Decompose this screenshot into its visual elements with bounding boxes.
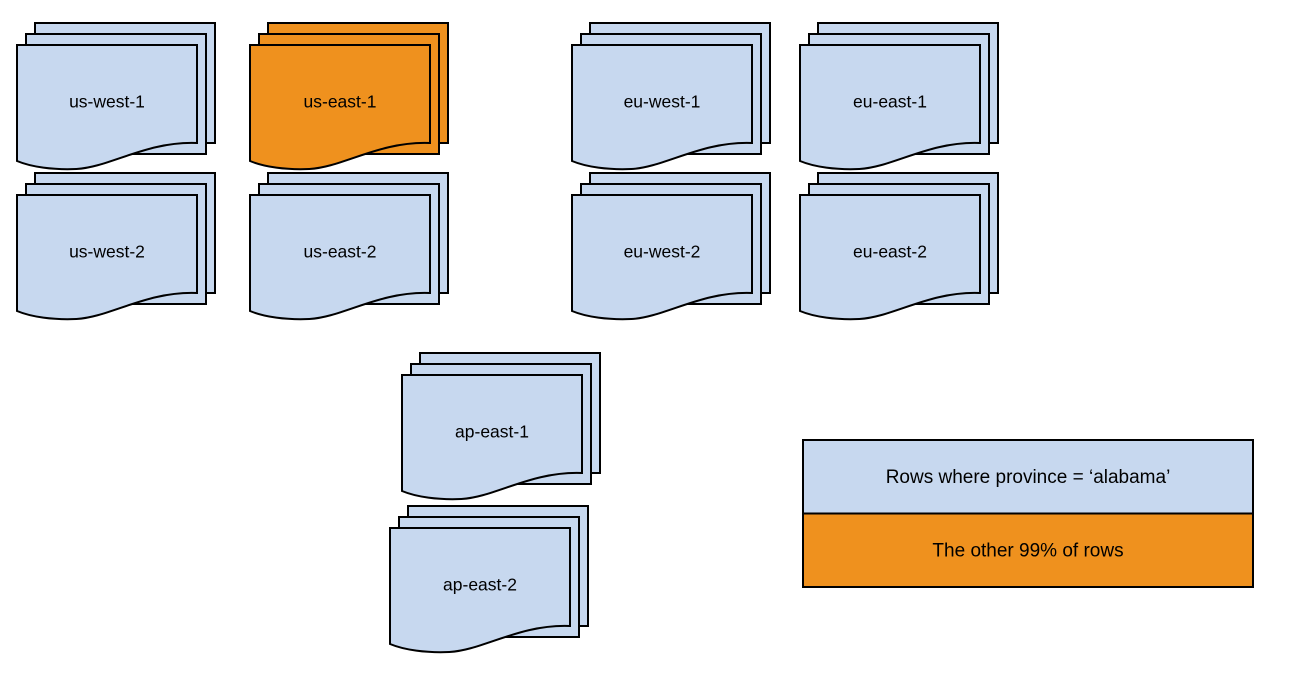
legend-row-normal: Rows where province = ‘alabama’ — [802, 439, 1254, 515]
document-stack-us-west-1[interactable]: us-west-1 — [16, 22, 216, 171]
document-stack-label: us-west-2 — [69, 242, 145, 262]
legend-swatch-1 — [802, 439, 1254, 515]
document-stack-label: eu-west-1 — [624, 92, 701, 112]
stack-sheet-front — [571, 194, 753, 321]
document-stack-us-east-2[interactable]: us-east-2 — [249, 172, 449, 321]
document-stacks-group: us-west-1 us-east-1 eu-west-1 eu-east-1 us-w… — [16, 22, 999, 654]
stack-sheet-front — [799, 194, 981, 321]
stack-sheet-front — [16, 44, 198, 171]
legend-label-1: Rows where province = ‘alabama’ — [886, 467, 1171, 488]
document-stack-us-east-1[interactable]: us-east-1 — [249, 22, 449, 171]
stack-sheet-front — [249, 194, 431, 321]
document-stack-eu-west-1[interactable]: eu-west-1 — [571, 22, 771, 171]
document-stack-eu-east-2[interactable]: eu-east-2 — [799, 172, 999, 321]
stack-sheet-front — [571, 44, 753, 171]
legend-group: Rows where province = ‘alabama’ The other… — [802, 439, 1254, 588]
document-stack-label: eu-west-2 — [624, 242, 701, 262]
stack-sheet-front — [799, 44, 981, 171]
stack-sheet-front — [401, 374, 583, 501]
stack-sheet-front — [249, 44, 431, 171]
document-stack-ap-east-1[interactable]: ap-east-1 — [401, 352, 601, 501]
document-stack-ap-east-2[interactable]: ap-east-2 — [389, 505, 589, 654]
stack-sheet-front — [389, 527, 571, 654]
document-stack-label: eu-east-1 — [853, 92, 927, 112]
document-stack-label: eu-east-2 — [853, 242, 927, 262]
document-stack-label: ap-east-2 — [443, 575, 517, 595]
document-stack-label: us-west-1 — [69, 92, 145, 112]
document-stack-eu-east-1[interactable]: eu-east-1 — [799, 22, 999, 171]
legend-swatch-2 — [802, 512, 1254, 588]
document-stack-label: ap-east-1 — [455, 422, 529, 442]
document-stack-label: us-east-1 — [304, 92, 377, 112]
legend-row-highlight: The other 99% of rows — [802, 512, 1254, 588]
document-stack-label: us-east-2 — [304, 242, 377, 262]
stack-sheet-front — [16, 194, 198, 321]
document-stack-eu-west-2[interactable]: eu-west-2 — [571, 172, 771, 321]
document-stack-us-west-2[interactable]: us-west-2 — [16, 172, 216, 321]
legend-label-2: The other 99% of rows — [932, 540, 1123, 561]
